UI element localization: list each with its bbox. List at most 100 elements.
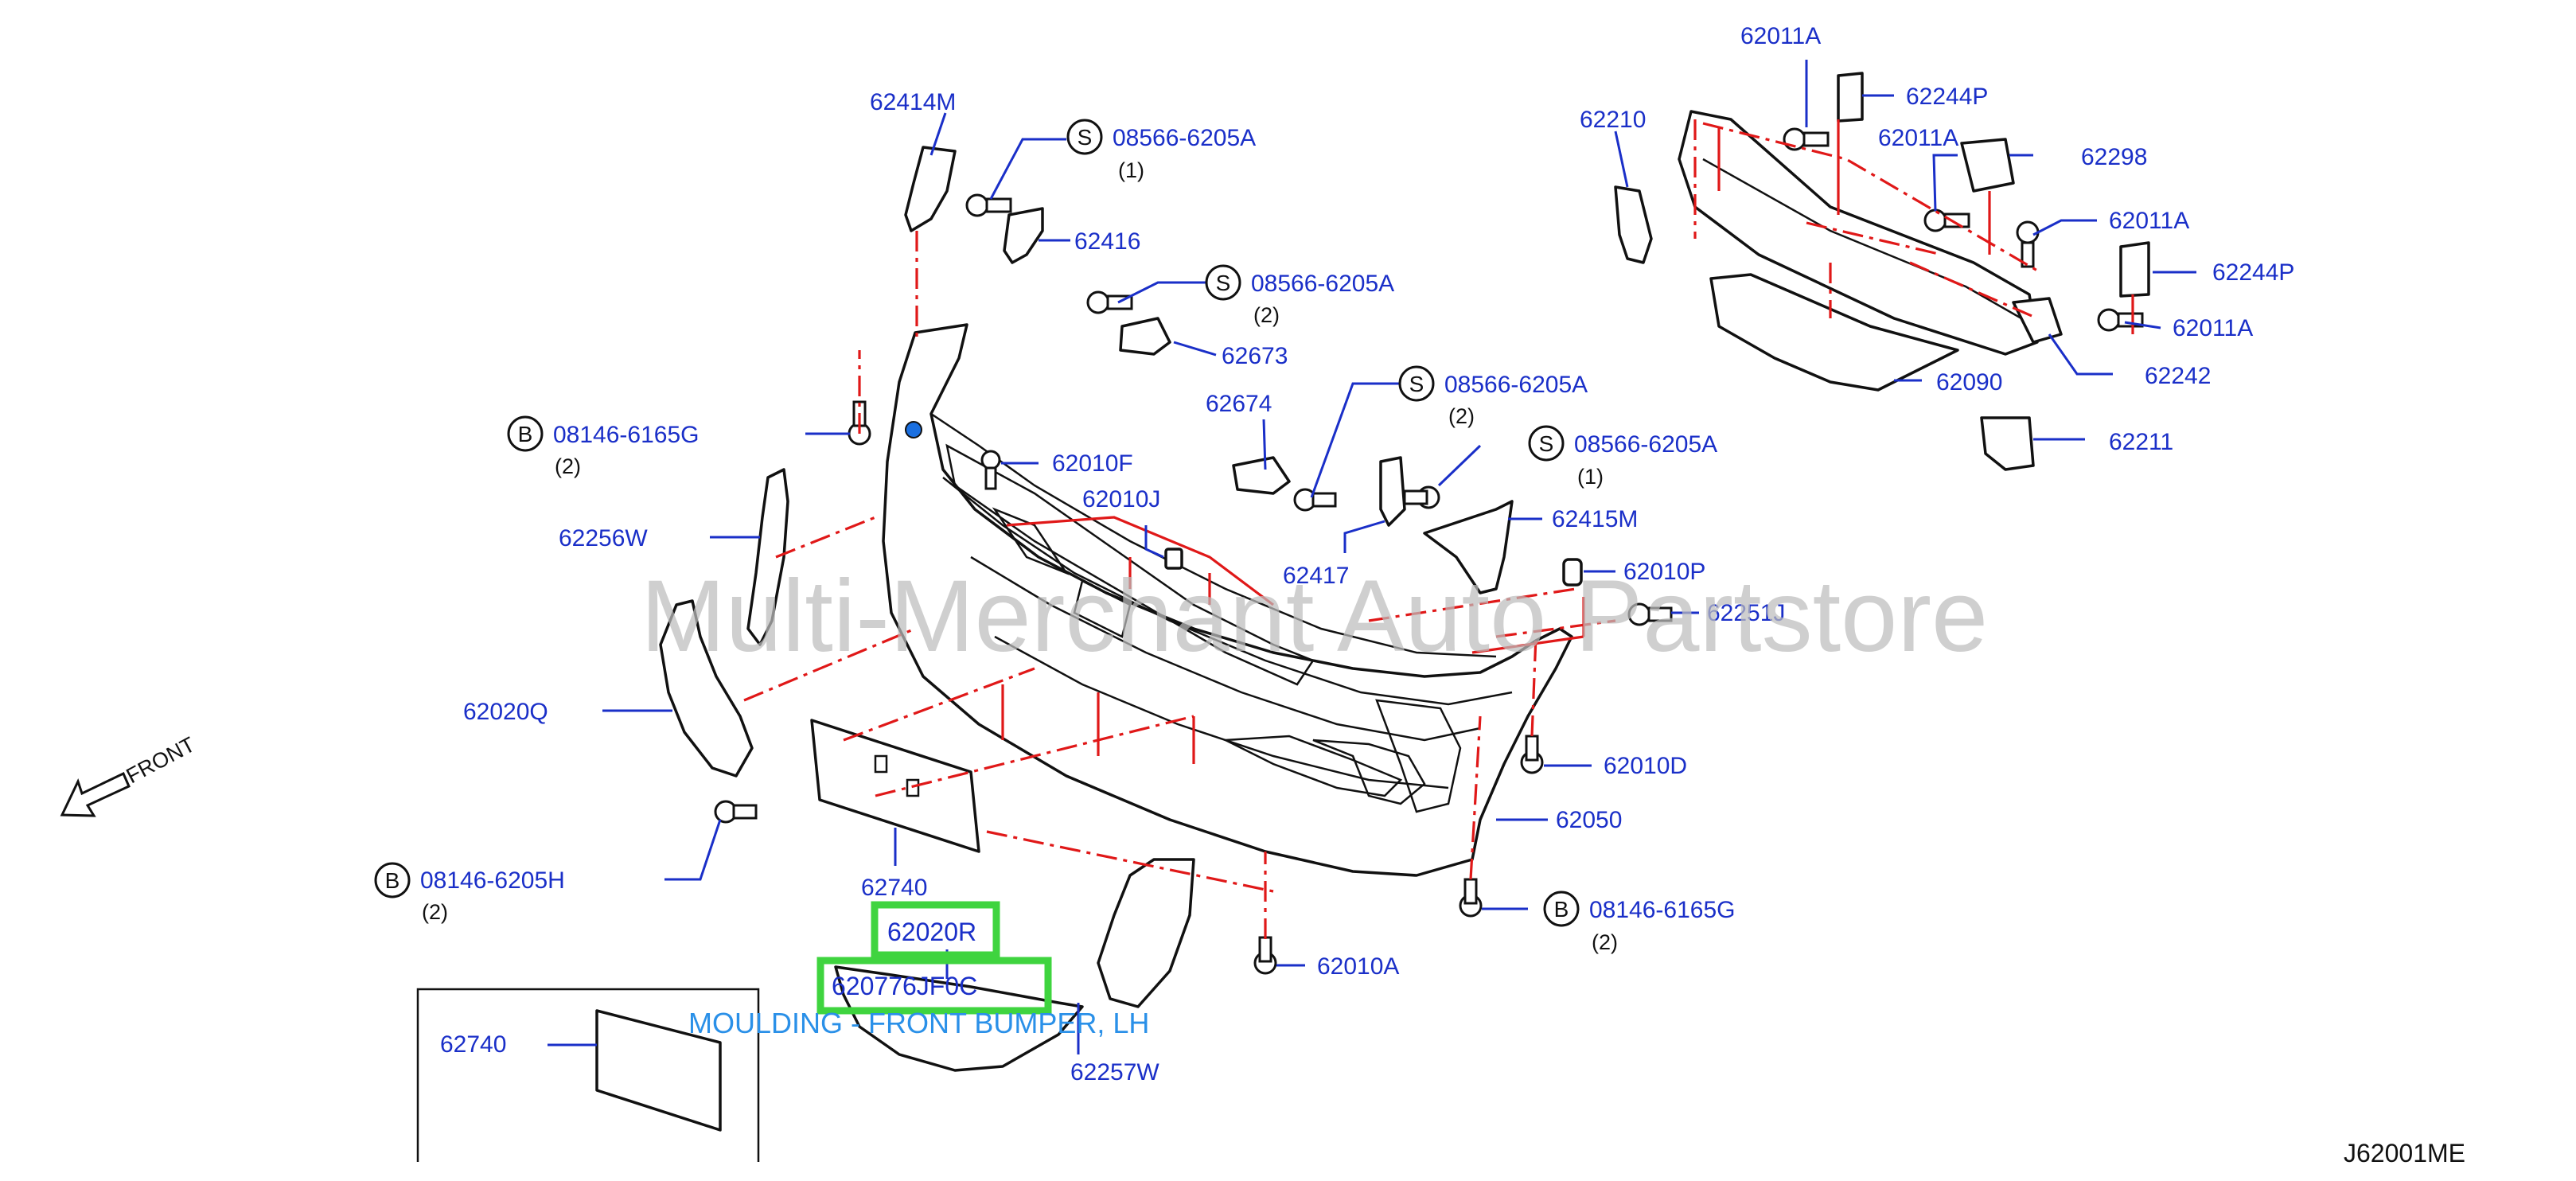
label-62011a-3[interactable]: 62011A: [2109, 208, 2189, 234]
qty-b2: (2): [422, 900, 448, 924]
bracket-62244p-2[interactable]: [2119, 241, 2150, 298]
qty-2: (2): [1253, 303, 1280, 327]
standard-part-icon: [1066, 119, 1103, 155]
highlight-description: MOULDING - FRONT BUMPER, LH: [688, 1007, 1149, 1039]
qty-b3: (2): [1592, 930, 1618, 954]
clip-62414m[interactable]: [904, 146, 957, 232]
screw-icon: [980, 450, 1001, 490]
label-62211[interactable]: 62211: [2109, 429, 2173, 455]
label-62417[interactable]: 62417: [1283, 563, 1349, 589]
label-08566-6205a-2[interactable]: 08566-6205A: [1251, 271, 1394, 297]
bolt-part-icon: [1543, 891, 1580, 927]
bracket-62256w[interactable]: [746, 468, 789, 646]
label-62251j[interactable]: 62251J: [1707, 600, 1785, 626]
clip-62010j[interactable]: [1164, 548, 1183, 570]
label-62244p-2[interactable]: 62244P: [2212, 259, 2294, 286]
label-08566-6205a-4[interactable]: 08566-6205A: [1574, 431, 1717, 458]
label-62011a-1[interactable]: 62011A: [1740, 23, 1821, 49]
bracket-62210[interactable]: [1614, 185, 1653, 264]
label-62416[interactable]: 62416: [1074, 228, 1140, 255]
bracket-62244p-1[interactable]: [1837, 72, 1864, 123]
screw-icon: [848, 400, 871, 446]
moulding-62020q[interactable]: [659, 599, 754, 778]
label-08146-6205h[interactable]: 08146-6205H: [420, 867, 565, 894]
standard-part-icon: S: [1409, 372, 1424, 396]
symbol-circles: S S S S B B B: [374, 119, 1580, 927]
bracket-62211[interactable]: [1980, 416, 2035, 471]
plate-bracket-62740-inset[interactable]: [595, 1009, 722, 1132]
label-62010j[interactable]: 62010J: [1082, 486, 1160, 513]
label-08566-6205a-1[interactable]: 08566-6205A: [1113, 125, 1256, 151]
bracket-62242[interactable]: [2012, 297, 2063, 344]
screw-icon: [1403, 485, 1440, 509]
bracket-62298[interactable]: [1960, 138, 2015, 193]
screw-icon: [1459, 878, 1483, 918]
diagram-code: J62001ME: [2344, 1139, 2465, 1167]
label-62674[interactable]: 62674: [1206, 391, 1272, 417]
front-direction: FRONT: [60, 732, 199, 817]
label-62010f[interactable]: 62010F: [1052, 450, 1133, 477]
screw-icon: [2097, 308, 2144, 332]
watermark: Multi-Merchant Auto Partstore: [641, 559, 1988, 673]
bolt-part-icon: B: [518, 422, 533, 446]
label-62210[interactable]: 62210: [1580, 107, 1646, 133]
screw-icon: [1086, 290, 1133, 314]
selected-part-highlight[interactable]: 62020R 620776JF0C MOULDING - FRONT BUMPE…: [688, 901, 1149, 1039]
label-62415m[interactable]: 62415M: [1552, 506, 1638, 532]
bolt-part-icon: B: [1554, 897, 1569, 922]
label-62244p-1[interactable]: 62244P: [1906, 84, 1988, 110]
label-62010d[interactable]: 62010D: [1604, 753, 1687, 779]
label-62298[interactable]: 62298: [2081, 144, 2147, 170]
reinforcement-bar[interactable]: [1678, 110, 2039, 356]
standard-part-icon: [1398, 365, 1435, 402]
label-62242[interactable]: 62242: [2145, 363, 2211, 389]
bolt-part-icon: [507, 415, 544, 452]
label-08146-6165g-2[interactable]: 08146-6165G: [1589, 897, 1736, 923]
label-62011a-2[interactable]: 62011A: [1878, 125, 1958, 151]
qty-4: (1): [1577, 465, 1604, 489]
label-62673[interactable]: 62673: [1222, 343, 1288, 369]
label-62050[interactable]: 62050: [1556, 807, 1622, 833]
bracket-62257w[interactable]: [1097, 858, 1195, 1008]
qty-3: (2): [1448, 404, 1475, 428]
standard-part-icon: S: [1216, 271, 1231, 295]
bracket-62673[interactable]: [1119, 317, 1171, 356]
clip-62010p[interactable]: [1562, 558, 1583, 587]
label-62414m[interactable]: 62414M: [870, 89, 956, 115]
highlight-part[interactable]: 62020R: [887, 918, 976, 946]
bracket-62674[interactable]: [1232, 456, 1291, 495]
plate-bracket-62740[interactable]: [810, 719, 980, 853]
label-62256w[interactable]: 62256W: [559, 525, 648, 552]
moulding-62020r[interactable]: [834, 965, 1084, 1072]
absorber-62090[interactable]: [1709, 273, 1959, 392]
bracket-62415m[interactable]: [1423, 500, 1514, 594]
label-62010a[interactable]: 62010A: [1317, 953, 1399, 980]
label-62740[interactable]: 62740: [861, 875, 927, 901]
qty-b1: (2): [555, 454, 581, 478]
assembly-lines: [743, 119, 2134, 939]
leader-lines: [548, 60, 2196, 1054]
part-shapes: [416, 72, 2150, 1162]
standard-part-icon: S: [1539, 431, 1554, 456]
bolt-part-icon: [374, 862, 411, 898]
highlight-part-number[interactable]: 620776JF0C: [832, 972, 977, 1000]
highlight-box-part-number[interactable]: [816, 957, 1052, 1015]
label-62740-inset[interactable]: 62740: [440, 1031, 506, 1058]
part-labels: 62414M 08566-6205A (1) 62416 08566-6205A…: [420, 23, 2294, 1086]
label-62090[interactable]: 62090: [1936, 369, 2002, 396]
qty-1: (1): [1118, 158, 1144, 182]
screw-icon: [1253, 936, 1277, 975]
label-62011a-4[interactable]: 62011A: [2173, 315, 2253, 341]
bracket-62417[interactable]: [1379, 456, 1406, 527]
label-62010p[interactable]: 62010P: [1623, 559, 1705, 585]
label-08146-6165g-1[interactable]: 08146-6165G: [553, 422, 700, 448]
screw-icon: [1520, 735, 1544, 774]
fasteners: [714, 127, 2144, 975]
screw-icon: [1293, 488, 1337, 512]
label-62020q[interactable]: 62020Q: [463, 699, 548, 725]
clip-62416[interactable]: [1003, 207, 1044, 264]
label-62257w[interactable]: 62257W: [1070, 1059, 1159, 1086]
highlight-box-part[interactable]: [871, 901, 1000, 959]
label-08566-6205a-3[interactable]: 08566-6205A: [1444, 372, 1588, 398]
screw-icon: [714, 800, 758, 824]
